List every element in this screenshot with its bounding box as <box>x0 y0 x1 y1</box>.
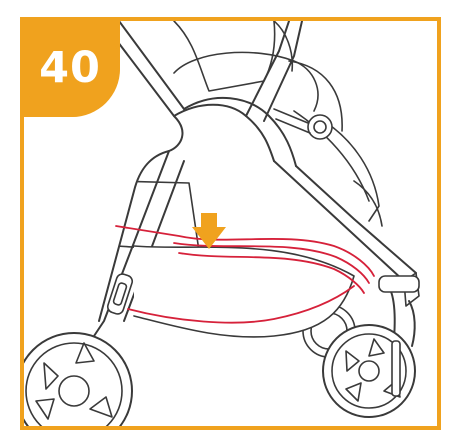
step-number: 40 <box>34 41 106 95</box>
basket-body <box>134 246 354 337</box>
illustration-frame: 40 <box>20 17 441 430</box>
rear-wheel <box>24 333 132 426</box>
front-wheel <box>323 325 415 417</box>
handle-tube <box>246 21 289 116</box>
seat-back <box>174 21 275 91</box>
step-badge: 40 <box>24 21 120 117</box>
seat-hinge <box>308 115 332 139</box>
